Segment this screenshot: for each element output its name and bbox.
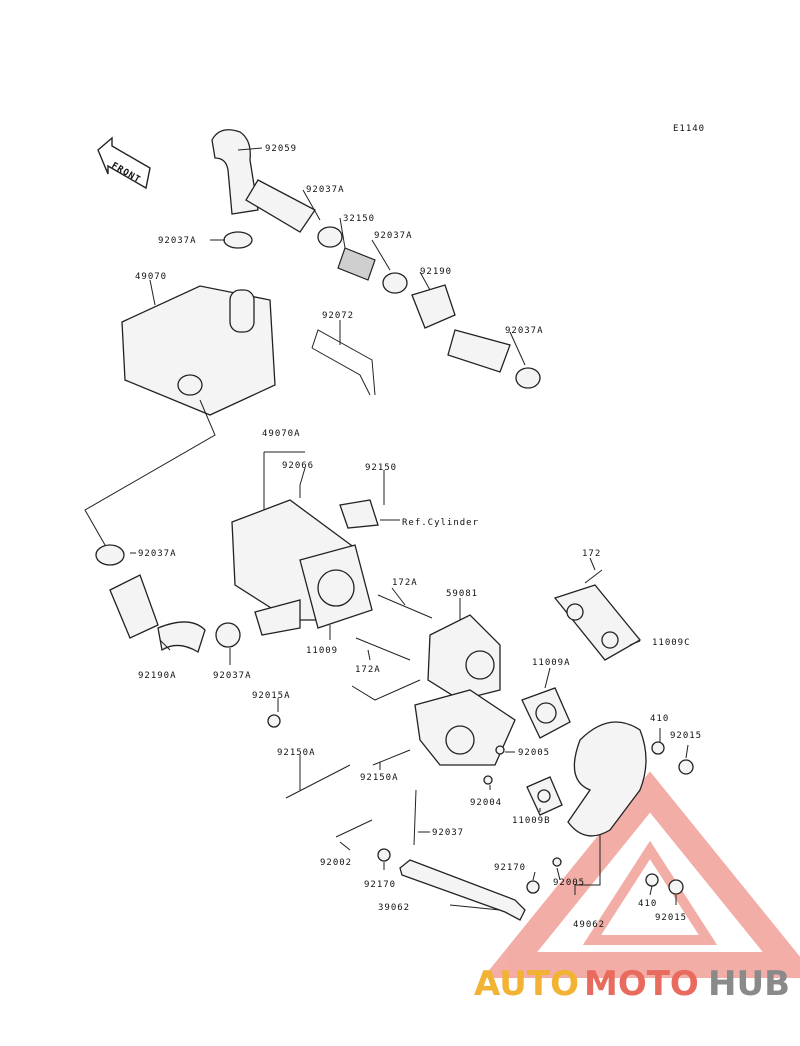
watermark-logo: AUTO MOTO HUB: [474, 964, 790, 1004]
part-label: 11009: [306, 646, 338, 656]
part-label: 59081: [446, 589, 478, 599]
part-label: 92170: [364, 880, 396, 890]
hose: [245, 179, 316, 233]
nut-92015A: [267, 714, 281, 728]
part-label: 92037: [432, 828, 464, 838]
gasket-hole: [537, 789, 551, 803]
manifold-port: [445, 725, 475, 755]
stud-92005: [552, 857, 562, 867]
part-labels: E1140 92059 92037A 32150 92037A 92037A 9…: [135, 124, 705, 930]
diagram-code: E1140: [673, 124, 705, 134]
part-label: 49070A: [262, 429, 301, 439]
part-label: 92004: [470, 798, 502, 808]
watermark-moto: MOTO: [584, 964, 699, 1004]
manifold-port: [465, 650, 495, 680]
clamp: [382, 272, 408, 294]
pipe-39062: [399, 859, 526, 921]
part-label: 92015: [655, 913, 687, 923]
nut-92170: [377, 848, 391, 862]
part-label: 92002: [320, 858, 352, 868]
gasket-hole: [535, 702, 557, 724]
bolt-92150A: [372, 749, 411, 766]
clamp: [95, 544, 125, 566]
bolt-92037: [413, 789, 417, 846]
stud-92004: [483, 775, 493, 785]
part-label: 92190: [420, 267, 452, 277]
bracket-ref-cylinder: [339, 499, 379, 529]
part-label: 11009C: [652, 638, 691, 648]
part-label: 92037A: [213, 671, 252, 681]
part-label: 32150: [343, 214, 375, 224]
nut-92015: [668, 879, 684, 895]
coupler-32150: [337, 247, 376, 281]
stud-172A: [377, 594, 433, 619]
elbow-pipe: [211, 129, 259, 215]
part-label: 410: [638, 899, 657, 909]
clamp: [515, 367, 541, 389]
ref-cylinder-label: Ref.Cylinder: [402, 518, 479, 528]
muffler-outlet: [229, 289, 255, 333]
part-label: 11009B: [512, 816, 551, 826]
exhaust-pipe-49062: [567, 721, 647, 837]
watermark-hub: HUB: [708, 964, 790, 1004]
leader-lines: [84, 147, 689, 911]
washer-410: [645, 873, 659, 887]
part-label: 410: [650, 714, 669, 724]
part-label: 92150A: [277, 748, 316, 758]
clamp: [223, 231, 253, 249]
part-label: 172A: [355, 665, 381, 675]
part-label: 39062: [378, 903, 410, 913]
hose-92190A: [109, 574, 159, 639]
nut-92170: [526, 880, 540, 894]
washer-410: [651, 741, 665, 755]
clamp: [317, 226, 343, 248]
part-label: 92190A: [138, 671, 177, 681]
bolt-92002: [335, 819, 373, 838]
part-label: 49070: [135, 272, 167, 282]
gasket-11009C: [553, 584, 641, 661]
gasket-hole: [566, 603, 584, 621]
part-label: 92072: [322, 311, 354, 321]
part-label: 92059: [265, 144, 297, 154]
part-label: 92066: [282, 461, 314, 471]
hose: [447, 329, 511, 373]
stud-172A: [355, 637, 411, 661]
part-label: 92037A: [306, 185, 345, 195]
muffler-inlet: [177, 374, 203, 396]
part-label: 92037A: [374, 231, 413, 241]
chamber-pipe: [254, 599, 301, 636]
watermark-auto: AUTO: [474, 964, 579, 1004]
part-label: 172: [582, 549, 601, 559]
nut-92015: [678, 759, 694, 775]
front-arrow-icon: FRONT: [97, 136, 151, 190]
part-label: 11009A: [532, 658, 571, 668]
stud-92005: [495, 745, 505, 755]
chamber-port: [317, 569, 355, 607]
part-label: 92005: [518, 748, 550, 758]
part-label: 49062: [573, 920, 605, 930]
part-label: 92150: [365, 463, 397, 473]
hose-92190: [411, 284, 456, 329]
part-label: 92015: [670, 731, 702, 741]
part-label: 92150A: [360, 773, 399, 783]
part-label: 92037A: [138, 549, 177, 559]
part-label: 92005: [553, 878, 585, 888]
clamp: [215, 622, 241, 648]
stud-172: [584, 569, 603, 584]
bracket-92072: [311, 329, 376, 396]
part-label: 92015A: [252, 691, 291, 701]
part-label: 92170: [494, 863, 526, 873]
bolt-92150A: [285, 764, 351, 799]
hose: [157, 621, 206, 653]
gasket-hole: [601, 631, 619, 649]
part-label: 92037A: [158, 236, 197, 246]
part-label: 92037A: [505, 326, 544, 336]
part-label: 172A: [392, 578, 418, 588]
